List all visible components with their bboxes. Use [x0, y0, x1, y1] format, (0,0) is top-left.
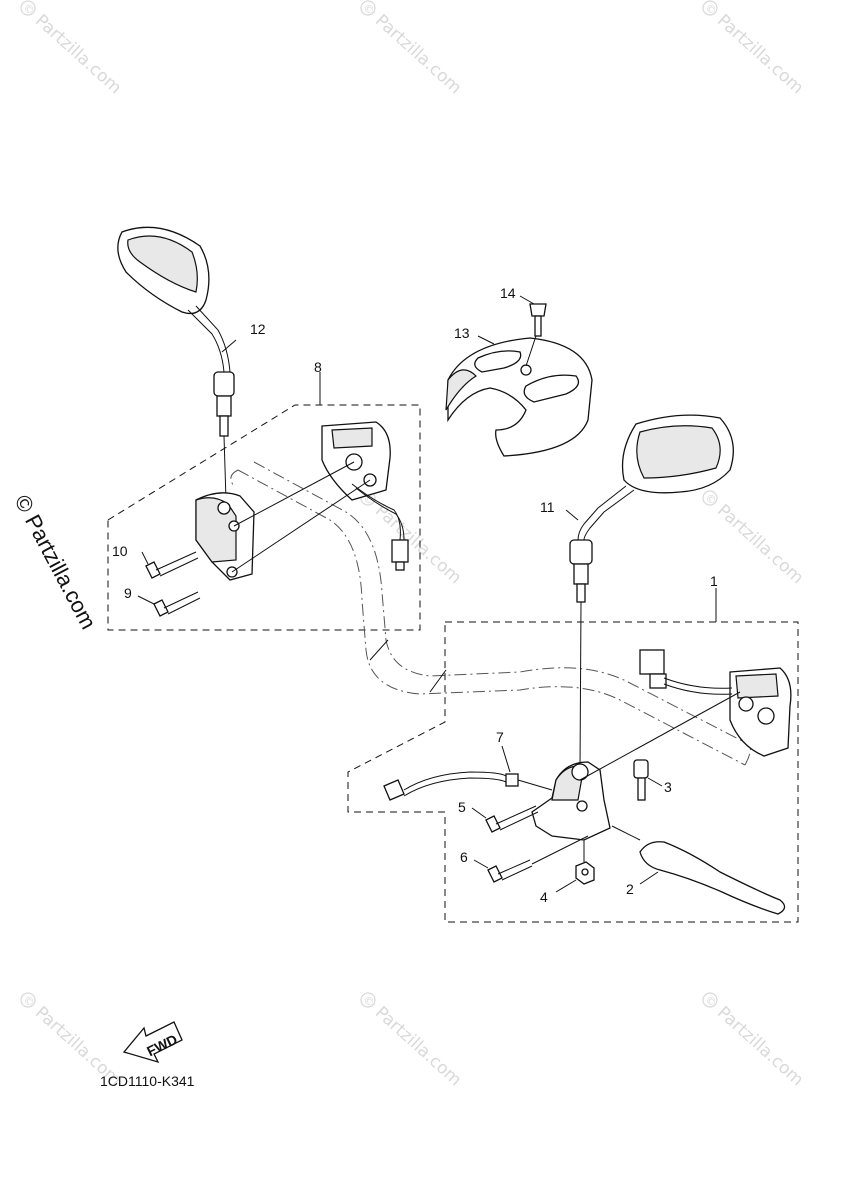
screw-5	[485, 805, 539, 833]
cover	[445, 337, 593, 457]
assembly-8-boundary	[107, 404, 421, 631]
screw-6	[487, 835, 589, 883]
mirror-left	[117, 226, 235, 501]
bolt-3	[633, 759, 649, 801]
watermark-top-right: © Partzilla.com	[702, 0, 807, 99]
watermark-group: © Partzilla.com © Partzilla.com © Partzi…	[20, 0, 807, 1091]
cable-7	[383, 771, 553, 801]
watermark-top-center: © Partzilla.com	[360, 0, 465, 99]
watermark-text: Partzilla.com	[713, 11, 807, 99]
callout-10: 10	[112, 543, 128, 559]
callout-11: 11	[540, 499, 555, 515]
callout-labels: 1 2 3 4 5 6 7 8 9 10 11 12 13 14	[112, 285, 718, 905]
watermark-top-left: © Partzilla.com	[20, 0, 125, 99]
watermark-text: Partzilla.com	[371, 11, 465, 99]
callout-6: 6	[460, 849, 468, 865]
callout-14: 14	[500, 285, 516, 301]
watermark-mid-center: © Partzilla.com	[360, 490, 465, 589]
assembly-1-boundary	[347, 621, 799, 923]
drawing-code: 1CD1110-K341	[100, 1073, 195, 1089]
watermark-text: Partzilla.com	[713, 1003, 807, 1091]
fwd-arrow: FWD	[122, 1021, 183, 1064]
callout-2: 2	[626, 881, 634, 897]
callout-13: 13	[454, 325, 470, 341]
mirror-right	[569, 414, 734, 771]
handlebar	[230, 461, 751, 766]
right-switch-assembly	[639, 649, 792, 757]
nut-4	[575, 840, 595, 885]
callout-3: 3	[664, 779, 672, 795]
callout-4: 4	[540, 889, 548, 905]
watermark-bottom-right: © Partzilla.com	[702, 992, 807, 1091]
callout-5: 5	[458, 799, 466, 815]
callout-8: 8	[314, 359, 322, 375]
watermark-text: Partzilla.com	[31, 11, 125, 99]
watermark-text: Partzilla.com	[371, 501, 465, 589]
callout-12: 12	[250, 321, 266, 337]
screw-14	[525, 303, 547, 367]
screw-9	[153, 591, 201, 617]
lever-holder	[531, 691, 741, 841]
screw-10	[145, 551, 199, 579]
side-watermark: © Partzilla.com	[10, 491, 102, 634]
callout-7: 7	[496, 729, 504, 745]
callout-1: 1	[710, 573, 718, 589]
callout-9: 9	[124, 585, 132, 601]
left-switch-assembly	[195, 421, 409, 581]
watermark-text: Partzilla.com	[371, 1003, 465, 1091]
leader-lines	[137, 295, 717, 893]
lever-2	[611, 825, 786, 915]
watermark-text: Partzilla.com	[713, 501, 807, 589]
watermark-bottom-center: © Partzilla.com	[360, 992, 465, 1091]
